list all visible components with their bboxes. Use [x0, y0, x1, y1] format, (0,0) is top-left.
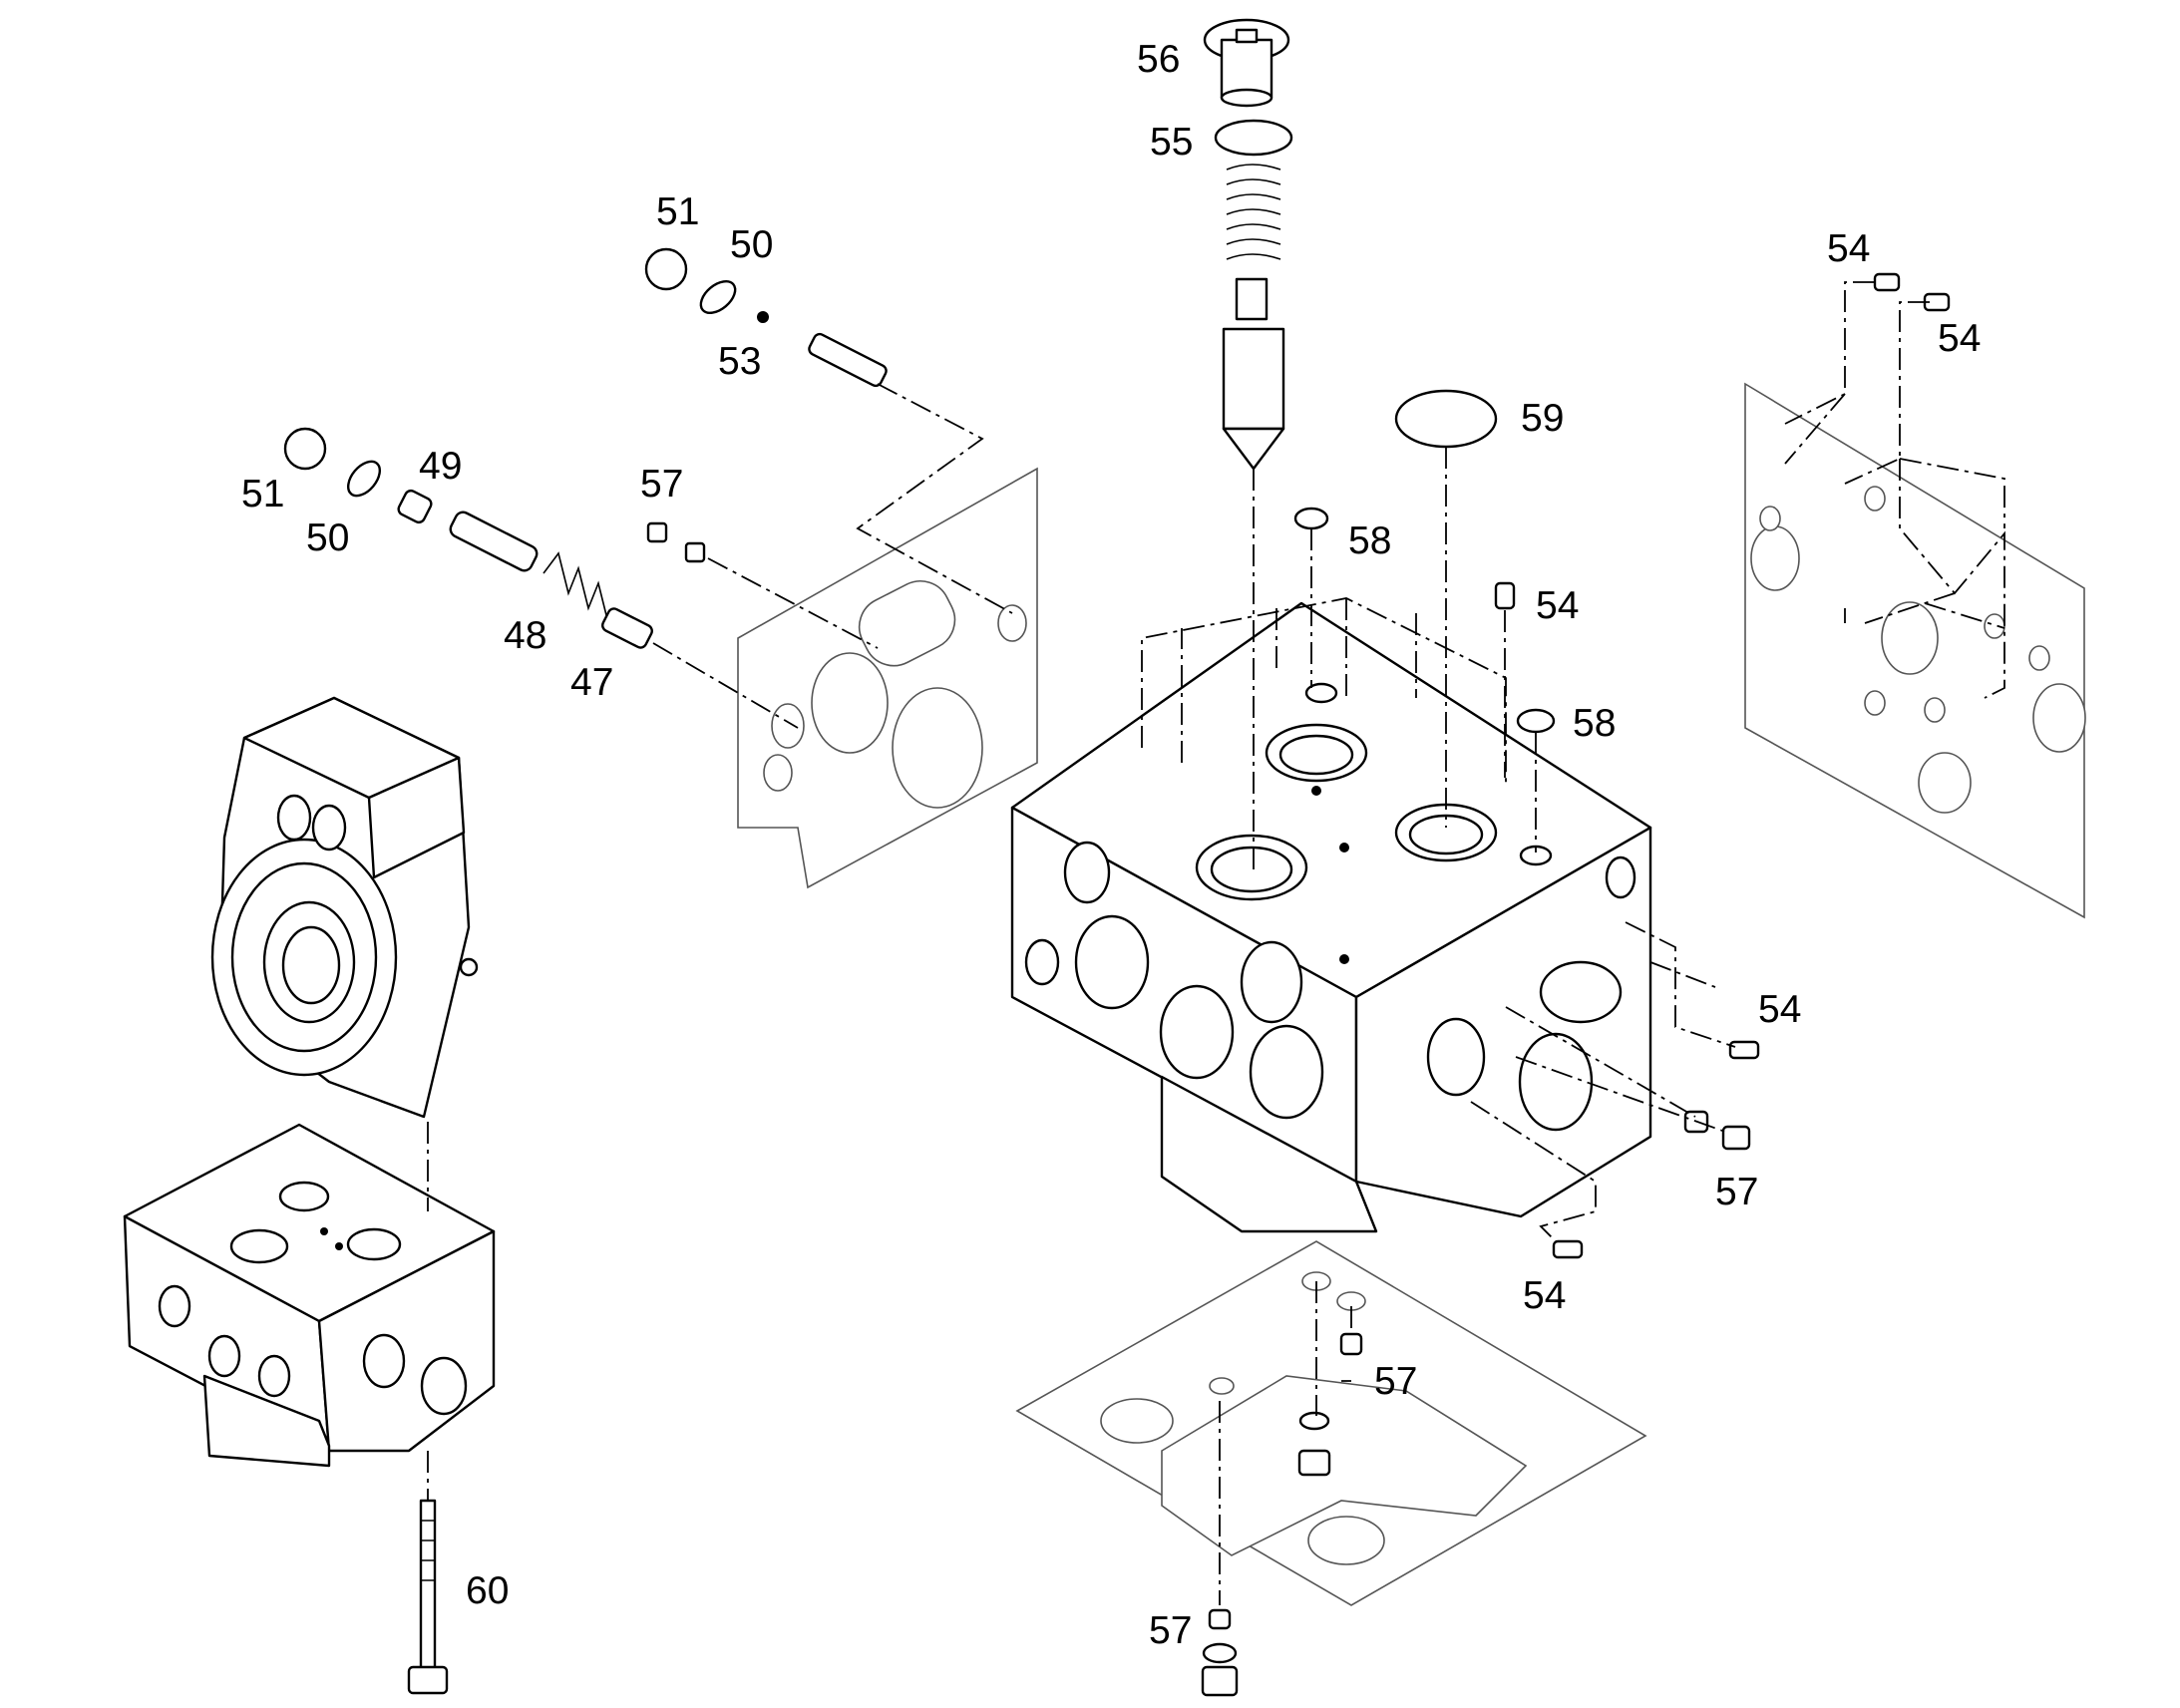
plug-54-right-a: [1728, 1040, 1760, 1060]
plug-51-lower: [283, 427, 327, 471]
plug-57-right-b: [1721, 1125, 1751, 1151]
plug-54-right-top-a: [1873, 272, 1901, 292]
plug-57-left-a: [646, 521, 668, 543]
callout-59: 59: [1521, 397, 1564, 440]
spring-48: [543, 551, 609, 624]
side-gasket-left: [737, 467, 1038, 889]
o-ring-50-upper: [699, 279, 737, 315]
plug-gasket-lower: [1297, 1449, 1331, 1477]
plug-54-lower: [1552, 1239, 1584, 1259]
callout-54-right: 54: [1758, 988, 1801, 1031]
callout-51-lower: 51: [241, 473, 284, 515]
o-ring-58-top: [1293, 507, 1329, 530]
main-valve-block: [1010, 601, 1652, 1233]
callout-58-top: 58: [1348, 519, 1391, 562]
callout-49: 49: [419, 445, 462, 488]
cap-screw-60: [407, 1499, 449, 1695]
plug-57-bottom: [1208, 1608, 1232, 1630]
plug-57-left-b: [684, 541, 706, 563]
plug-57-gasket: [1339, 1332, 1363, 1356]
callout-48: 48: [504, 614, 546, 657]
callout-51-upper: 51: [656, 190, 699, 233]
callout-47: 47: [570, 661, 613, 704]
callout-55: 55: [1150, 121, 1193, 164]
callout-57-right: 57: [1715, 1171, 1758, 1213]
callout-54-right-top-a: 54: [1827, 227, 1870, 270]
o-ring-50-lower: [346, 460, 382, 498]
o-ring-59: [1394, 389, 1498, 449]
sleeve-49: [397, 489, 433, 524]
callout-57-bottom: 57: [1149, 1609, 1192, 1652]
o-ring-bottom: [1202, 1642, 1238, 1664]
relief-valve-stack: [1203, 18, 1293, 471]
callout-56: 56: [1137, 38, 1180, 81]
bottom-gasket: [1015, 1240, 1647, 1606]
piston-47: [601, 607, 653, 649]
plug-cylinder: [1539, 960, 1623, 1024]
spool-lower: [449, 511, 539, 572]
callout-58-right: 58: [1573, 702, 1616, 745]
callout-54-center: 54: [1536, 584, 1579, 627]
callout-57-left: 57: [640, 463, 683, 506]
spool-upper: [808, 332, 888, 388]
side-gasket-right: [1744, 382, 2086, 919]
plug-54-center: [1494, 581, 1516, 610]
callout-54-lower: 54: [1523, 1274, 1566, 1317]
motor-housing: [210, 696, 479, 1119]
plug-bottom: [1201, 1665, 1239, 1697]
callout-50-upper: 50: [730, 223, 773, 266]
o-ring-58-right: [1516, 708, 1556, 734]
o-ring-gasket: [1298, 1411, 1330, 1431]
callout-50-lower: 50: [306, 516, 349, 559]
lower-valve-block: [123, 1123, 496, 1468]
callout-54-right-top-b: 54: [1938, 317, 1981, 360]
callout-53: 53: [718, 340, 761, 383]
callout-60: 60: [466, 1569, 509, 1612]
plug-51-upper: [644, 247, 688, 291]
callout-57-gasket: 57: [1374, 1360, 1417, 1403]
ball-53: [757, 311, 769, 323]
